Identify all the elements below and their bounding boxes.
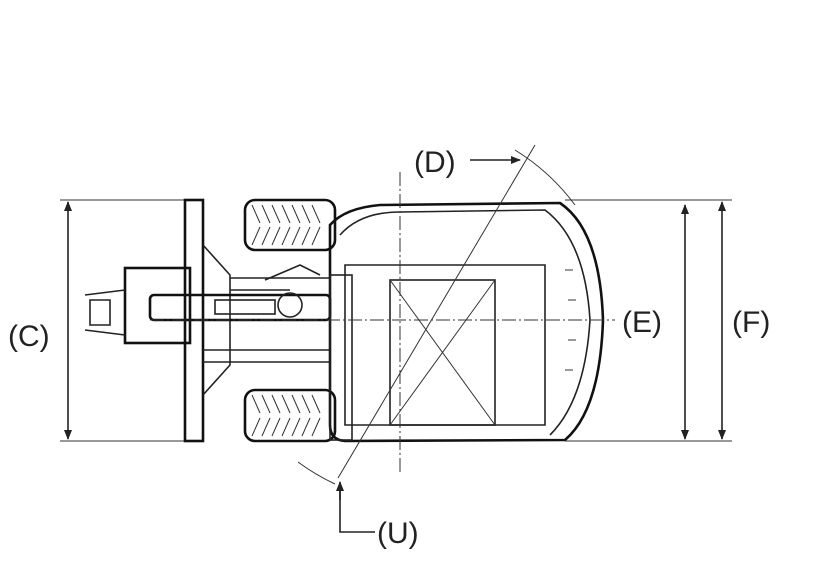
track-bottom — [243, 388, 337, 443]
label-u: (U) — [377, 517, 419, 550]
label-e: (E) — [622, 306, 662, 339]
undercarriage-frame — [203, 277, 330, 363]
dimension-u — [336, 481, 375, 533]
boom-arm — [84, 264, 332, 345]
track-top — [243, 198, 337, 252]
dimension-f — [565, 199, 732, 442]
label-d: (D) — [414, 146, 456, 179]
dimension-d — [297, 144, 576, 485]
upper-structure — [328, 201, 605, 443]
dimension-c — [60, 199, 195, 442]
label-c: (C) — [8, 320, 50, 353]
label-f: (F) — [732, 306, 770, 339]
